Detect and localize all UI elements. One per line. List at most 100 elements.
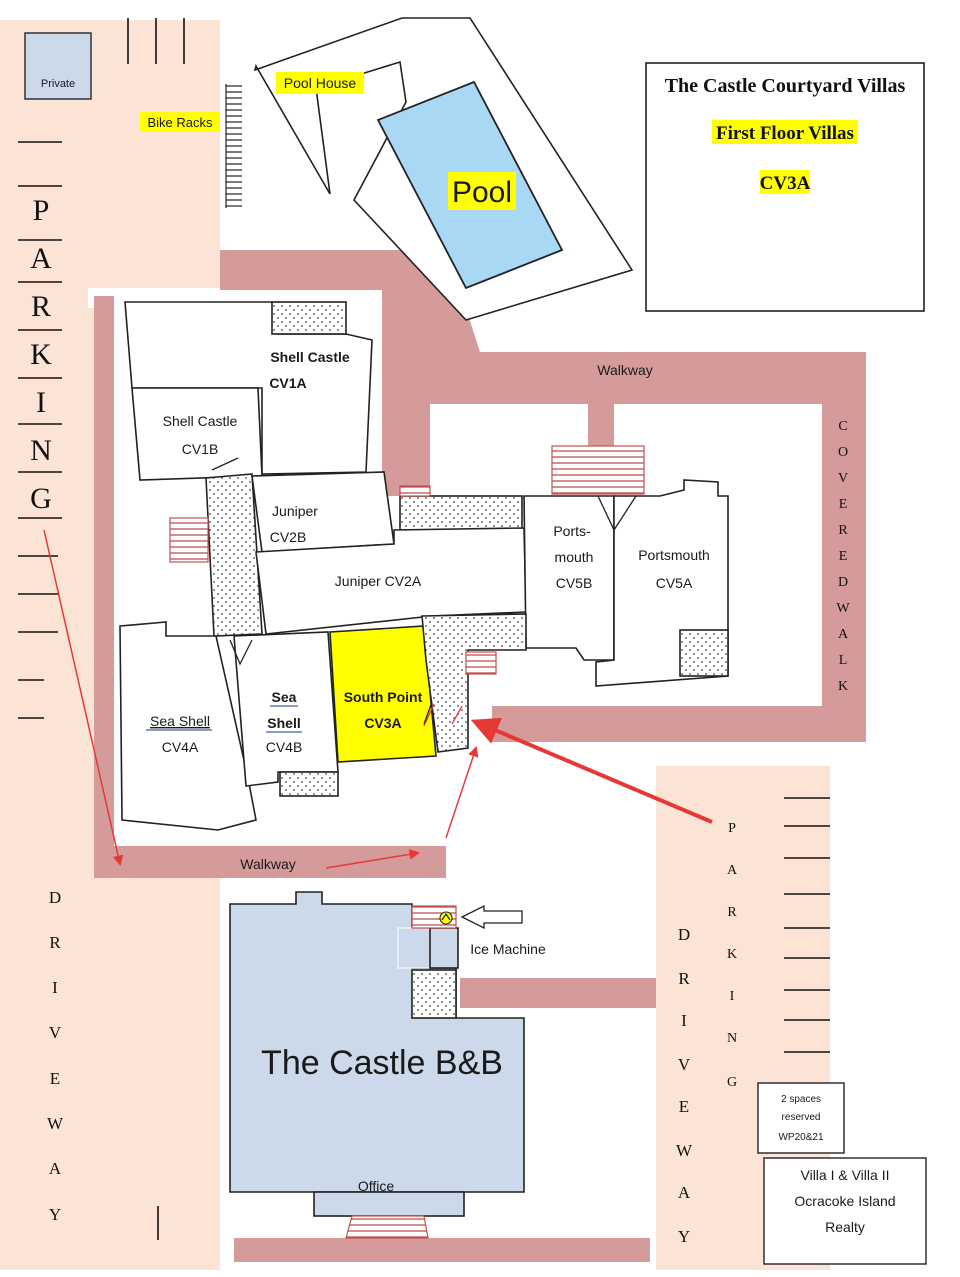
parking-right-letter: R	[727, 905, 737, 920]
parking-stall-lines-top	[127, 18, 185, 64]
corridor-cv4b	[279, 771, 339, 797]
walkway-bottom-label: Walkway	[240, 856, 296, 872]
legend-unit-highlight	[760, 170, 810, 194]
reserved-line2: reserved	[782, 1112, 821, 1123]
legend-unit: CV3A	[760, 173, 811, 194]
private-label: Private	[41, 78, 75, 90]
cv5b-line1: Ports-	[553, 523, 591, 539]
legend-subtitle-highlight	[712, 120, 858, 144]
ice-machine-icon	[439, 911, 453, 925]
bike-racks-label: Bike Racks	[147, 115, 213, 130]
parking-right-letter: A	[727, 863, 738, 878]
walkway-left-vertical	[94, 296, 114, 876]
cv3a-accent-lines	[423, 703, 463, 727]
corridor-cv5a	[679, 629, 729, 677]
cv5a-code: CV5A	[656, 575, 693, 591]
cv4b-line1: Sea	[272, 689, 297, 705]
covered-walk-letter: A	[838, 627, 849, 642]
driveway-left-letter: V	[49, 1023, 62, 1042]
cv1b-name: Shell Castle	[163, 413, 238, 429]
ice-room-divider	[429, 927, 459, 969]
cv5a-name: Portsmouth	[638, 547, 710, 563]
cv5b-line2: mouth	[555, 549, 594, 565]
cv4b-code: CV4B	[266, 739, 303, 755]
cv1a-name: Shell Castle	[270, 349, 350, 365]
private-box	[24, 32, 92, 100]
covered-walk-letter: D	[838, 575, 848, 590]
stair-corridor-cv1a	[271, 301, 347, 335]
driveway-left-letter: I	[52, 978, 58, 997]
parking-right-letter: I	[730, 989, 735, 1004]
legend-subtitle: First Floor Villas	[716, 123, 854, 144]
walkway-bottom-horizontal	[94, 846, 446, 878]
parking-right-letter: K	[727, 947, 737, 962]
legend-title: The Castle Courtyard Villas	[665, 75, 906, 97]
driveway-right-letter: I	[681, 1011, 687, 1030]
parking-right-letter: G	[727, 1075, 737, 1090]
walkway-mid-connector	[588, 404, 614, 448]
unit-cv3a	[329, 625, 437, 763]
unit-cv1b	[131, 387, 263, 481]
ice-machine-pointer-arrow-icon	[460, 904, 523, 930]
parking-left-letter: R	[31, 290, 51, 323]
direction-arrows	[43, 529, 713, 869]
cv5b-code: CV5B	[556, 575, 593, 591]
parking-left-letter: P	[33, 194, 50, 227]
reserved-line3: WP20&21	[778, 1132, 823, 1143]
parking-left-letters: P A R K I N G	[30, 194, 52, 515]
driveway-right-letter: D	[678, 925, 690, 944]
walkway-bottom-strip	[234, 1238, 650, 1262]
stairs	[169, 445, 645, 1239]
stairs-portsmouth	[551, 445, 645, 495]
cv1a-code: CV1A	[269, 375, 306, 391]
driveway-left-letters: D R I V E W A Y	[47, 888, 64, 1224]
corridor-left-vertical	[205, 473, 263, 637]
cv3a-name: South Point	[344, 689, 423, 705]
covered-walk-letter: W	[836, 601, 850, 616]
driveway-right-letter: V	[678, 1055, 691, 1074]
driveway-left-letter: Y	[49, 1205, 61, 1224]
pool-label: Pool	[452, 176, 512, 209]
walkway-bb-connector	[460, 978, 656, 1008]
unit-cv4b	[233, 631, 339, 787]
reserved-line1: 2 spaces	[781, 1094, 821, 1105]
covered-walk-letter: O	[838, 445, 848, 460]
parking-right-letter: N	[727, 1031, 737, 1046]
driveway-right-letter: E	[679, 1097, 689, 1116]
corridor-bb	[411, 969, 457, 1019]
door-lines	[211, 457, 637, 725]
parking-left-letter: K	[30, 338, 52, 371]
stairs-left	[169, 517, 209, 563]
walkway-top-label: Walkway	[597, 362, 653, 378]
office-wing	[313, 1191, 465, 1217]
walkway-lower-horizontal	[492, 706, 866, 742]
parking-left-letter: A	[30, 242, 52, 275]
walkway-right-of-pool	[382, 286, 430, 496]
parking-left-letter: G	[30, 482, 52, 515]
covered-walk-letter: R	[838, 523, 848, 538]
cv4a-code: CV4A	[162, 739, 199, 755]
driveway-left-letter: W	[47, 1114, 64, 1133]
driveway-right-letter: R	[678, 969, 690, 988]
bike-rack-icon	[225, 84, 242, 208]
villa-realty-box	[763, 1157, 927, 1265]
stairs-juniper	[399, 485, 431, 497]
villa-line1: Villa I & Villa II	[801, 1167, 890, 1183]
cv2b-name: Juniper	[272, 503, 318, 519]
driveway-right-letter: Y	[678, 1227, 690, 1246]
cv4b-line2: Shell	[267, 715, 300, 731]
parking-right-letter: P	[728, 821, 736, 836]
parking-stall-lines-left	[18, 141, 62, 719]
parking-left-letter: N	[30, 434, 52, 467]
pool-house-label: Pool House	[284, 75, 357, 91]
arrow-walkway-right	[325, 849, 421, 869]
ice-machine-label: Ice Machine	[470, 941, 546, 957]
covered-walk-letter: E	[839, 497, 848, 512]
office-label: Office	[358, 1178, 395, 1194]
cv2a-label: Juniper CV2A	[335, 573, 422, 589]
driveway-right-letter: W	[676, 1141, 693, 1160]
walkway-horizontal-upper	[430, 352, 866, 404]
arrow-right-parking-to-cv3a	[470, 717, 713, 824]
walkway-right-vertical	[822, 352, 866, 742]
